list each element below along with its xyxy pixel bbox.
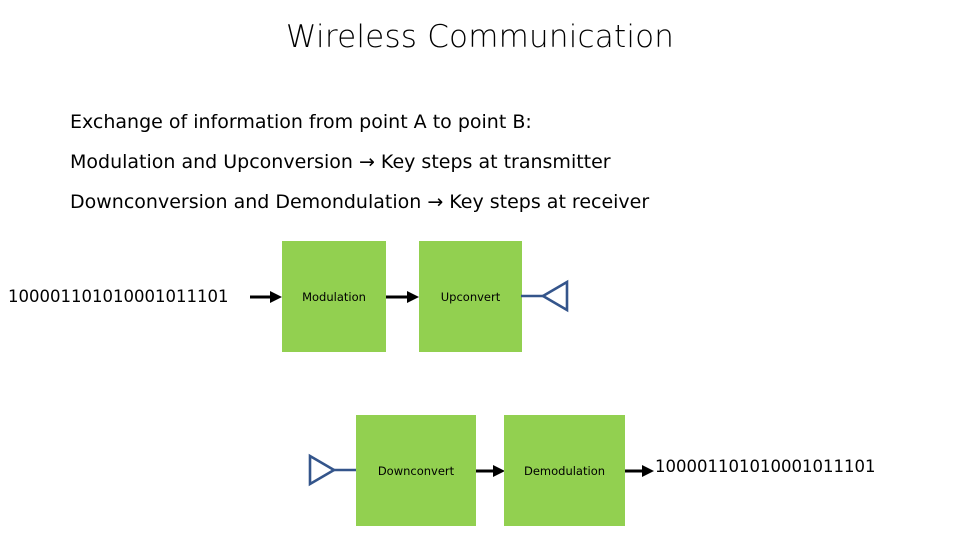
output-bitstream-label: 100001101010001011101 — [655, 457, 876, 476]
body-line-2: Modulation and Upconversion → Key steps … — [70, 151, 611, 173]
page-title: Wireless Communication — [285, 19, 675, 55]
right-arrow-icon — [476, 465, 505, 477]
block-downconvert[interactable]: Downconvert — [356, 415, 476, 526]
block-downconvert-label: Downconvert — [377, 463, 455, 478]
block-upconvert[interactable]: Upconvert — [419, 241, 522, 352]
body-line-3: Downconversion and Demondulation → Key s… — [70, 191, 650, 213]
block-upconvert-label: Upconvert — [440, 289, 501, 304]
right-arrow-icon — [625, 465, 654, 477]
block-modulation-label: Modulation — [302, 289, 366, 304]
transmit-antenna-icon — [521, 279, 569, 313]
body-text-block: Exchange of information from point A to … — [70, 102, 890, 222]
body-line-1: Exchange of information from point A to … — [70, 111, 532, 133]
right-arrow-icon — [250, 291, 282, 303]
right-arrow-icon — [386, 291, 419, 303]
input-bitstream-label: 100001101010001011101 — [8, 287, 229, 306]
block-demodulation[interactable]: Demodulation — [504, 415, 625, 526]
block-modulation[interactable]: Modulation — [282, 241, 386, 352]
block-demodulation-label: Demodulation — [523, 463, 606, 478]
receive-antenna-icon — [308, 453, 358, 487]
